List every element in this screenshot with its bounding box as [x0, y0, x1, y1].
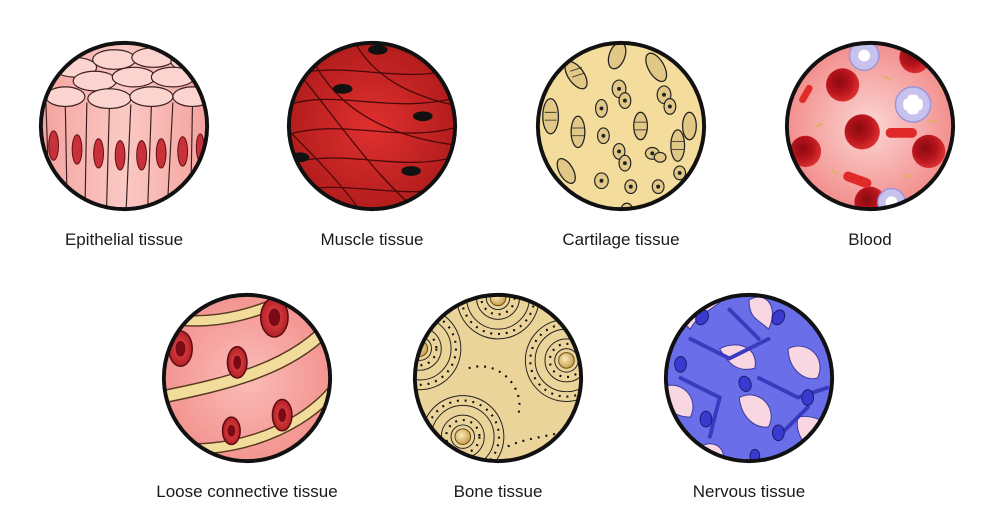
- tissue-nervous: Nervous tissue: [649, 290, 849, 502]
- tissue-label: Blood: [848, 230, 892, 249]
- tissue-label: Bone tissue: [453, 482, 543, 501]
- tissue-loose-connective: Loose connective tissue: [147, 290, 347, 502]
- tissue-label: Muscle tissue: [320, 230, 424, 249]
- tissue-label: Loose connective tissue: [156, 482, 338, 501]
- nervous-tissue-illustration: [663, 292, 835, 464]
- cartilage-tissue-illustration: [535, 40, 707, 212]
- tissue-label: Cartilage tissue: [562, 230, 680, 249]
- tissue-label: Epithelial tissue: [64, 230, 184, 249]
- bone-tissue-illustration: [412, 292, 584, 464]
- epithelial-tissue-illustration: [38, 40, 210, 212]
- loose-connective-tissue-illustration: [161, 292, 333, 464]
- blood-tissue-illustration: [784, 40, 956, 212]
- tissue-epithelial: Epithelial tissue: [24, 38, 224, 250]
- muscle-tissue-illustration: [286, 40, 458, 212]
- tissue-label: Nervous tissue: [692, 482, 806, 501]
- tissue-cartilage: Cartilage tissue: [521, 38, 721, 250]
- tissue-bone: Bone tissue: [398, 290, 598, 502]
- tissue-blood: Blood: [770, 38, 970, 250]
- tissue-muscle: Muscle tissue: [272, 38, 472, 250]
